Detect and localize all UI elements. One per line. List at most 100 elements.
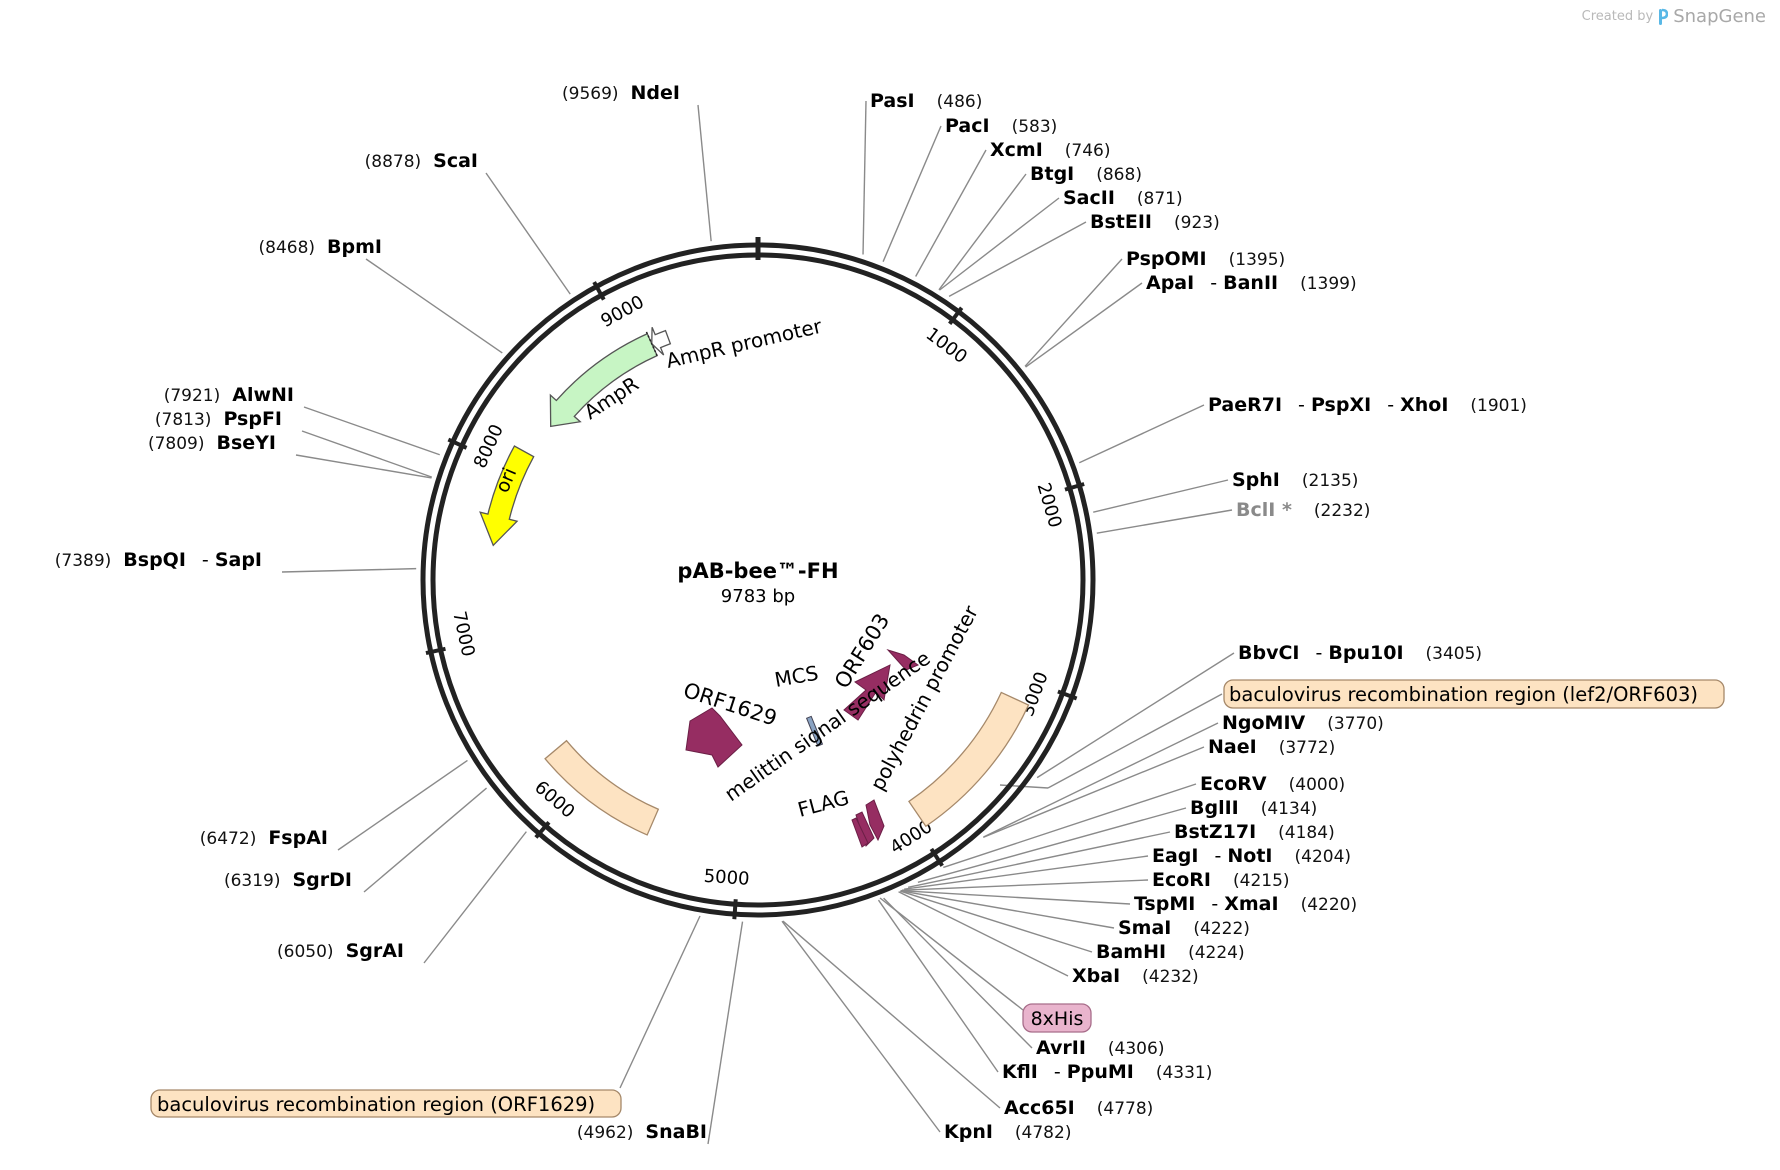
restriction-site-label[interactable]: XbaI(4232) <box>1072 965 1199 987</box>
site-name: AvrII <box>1036 1037 1086 1059</box>
site-leader-line <box>781 920 941 1133</box>
restriction-site-label[interactable]: TspMI- XmaI(4220) <box>1134 893 1357 915</box>
site-position: (868) <box>1096 165 1142 185</box>
site-leader-line <box>948 221 1087 297</box>
restriction-site-label[interactable]: SphI(2135) <box>1232 469 1358 491</box>
tick-mark <box>534 820 551 839</box>
tick-label: 8000 <box>470 421 508 471</box>
restriction-site-label[interactable]: PspOMI(1395) <box>1126 248 1285 270</box>
orf1629-region-callout[interactable]: baculovirus recombination region (ORF162… <box>150 1089 622 1118</box>
site-name: EcoRV <box>1200 773 1267 795</box>
restriction-site-label[interactable]: (7813)PspFI <box>155 408 282 430</box>
site-leader-line <box>363 787 488 893</box>
site-position: (4232) <box>1142 967 1199 987</box>
restriction-site-label[interactable]: PaeR7I- PspXI- XhoI(1901) <box>1208 394 1527 416</box>
ampr-promoter-arrow[interactable] <box>651 327 672 356</box>
site-leader-line <box>900 889 1131 905</box>
polyhedrin-promoter-arrow[interactable] <box>865 799 885 842</box>
site-position: (3772) <box>1279 738 1336 758</box>
site-name: NdeI <box>631 82 680 104</box>
restriction-site-label[interactable]: (9569)NdeI <box>562 82 680 104</box>
restriction-site-label[interactable]: ApaI- BanII(1399) <box>1146 272 1357 294</box>
site-separator: - <box>1315 642 1328 664</box>
orf1629-arrow[interactable] <box>685 707 743 768</box>
credit-brand: SnapGene <box>1673 6 1766 27</box>
restriction-site-label[interactable]: SmaI(4222) <box>1118 917 1250 939</box>
site-leader-line <box>1024 258 1123 367</box>
restriction-site-label[interactable]: EagI- NotI(4204) <box>1152 845 1351 867</box>
site-leader-line <box>899 890 1093 953</box>
site-leader-line <box>365 258 503 354</box>
site-position: (6319) <box>224 871 281 891</box>
site-position: (7813) <box>155 410 212 430</box>
orf603-region-callout-label: baculovirus recombination region (lef2/O… <box>1229 683 1698 706</box>
flag-arrow[interactable] <box>851 817 869 848</box>
restriction-site-label[interactable]: (8468)BpmI <box>259 236 382 258</box>
site-leader-line <box>1078 404 1205 464</box>
restriction-site-label[interactable]: PacI(583) <box>945 115 1057 137</box>
site-name: SnaBI <box>645 1121 707 1143</box>
restriction-site-label[interactable]: (8878)ScaI <box>365 150 478 172</box>
site-position: (6050) <box>277 942 334 962</box>
site-name: SgrDI <box>293 869 353 891</box>
site-leader-line <box>882 125 942 262</box>
restriction-site-label[interactable]: (6319) SgrDI <box>224 869 352 891</box>
site-position: (7921) <box>164 386 221 406</box>
site-name: TspMI <box>1134 893 1195 915</box>
restriction-site-label[interactable]: (6050)SgrAI <box>277 940 404 962</box>
restriction-site-label[interactable]: EcoRV (4000) <box>1200 773 1345 795</box>
site-name: XmaI <box>1224 893 1278 915</box>
restriction-site-label[interactable]: BglII(4134) <box>1190 797 1317 819</box>
site-position: (1399) <box>1300 274 1357 294</box>
restriction-site-label[interactable]: EcoRI(4215) <box>1152 869 1290 891</box>
site-leader-line <box>982 746 1205 838</box>
restriction-site-label[interactable]: BstEII(923) <box>1090 211 1220 233</box>
site-name: EcoRI <box>1152 869 1211 891</box>
restriction-site-label[interactable]: BamHI(4224) <box>1096 941 1245 963</box>
restriction-site-label[interactable]: (6472)FspAI <box>200 827 328 849</box>
restriction-site-label[interactable]: Acc65I(4778) <box>1004 1097 1153 1119</box>
orf603-region-callout[interactable]: baculovirus recombination region (lef2/O… <box>1223 679 1725 709</box>
site-name: NotI <box>1227 845 1272 867</box>
site-leader-line <box>295 454 432 479</box>
site-position: (4000) <box>1289 775 1346 795</box>
restriction-site-label[interactable]: BbvCI- Bpu10I(3405) <box>1238 642 1482 664</box>
restriction-site-label[interactable]: XcmI(746) <box>990 139 1111 161</box>
site-leader-line <box>877 899 999 1073</box>
restriction-site-label[interactable]: BtgI(868) <box>1030 163 1142 185</box>
site-name: BglII <box>1190 797 1239 819</box>
restriction-site-label[interactable]: NgoMIV(3770) <box>1222 712 1384 734</box>
tick-mark <box>425 646 446 656</box>
site-name: PpuMI <box>1067 1061 1134 1083</box>
recombination-region-orf1629-arc[interactable] <box>544 739 660 836</box>
site-name: BpmI <box>327 236 382 258</box>
restriction-site-label[interactable]: (7389)BspQI- SapI <box>55 549 262 571</box>
restriction-site-label[interactable]: BclI *(2232) <box>1236 499 1370 521</box>
site-separator: - <box>1211 893 1224 915</box>
tick-label: 2000 <box>1033 480 1066 530</box>
restriction-site-label[interactable]: NaeI(3772) <box>1208 736 1335 758</box>
restriction-site-label[interactable]: SacII(871) <box>1063 187 1183 209</box>
restriction-site-label[interactable]: PasI(486) <box>870 90 982 112</box>
restriction-site-label[interactable]: KpnI(4782) <box>944 1121 1071 1143</box>
mcs-bar[interactable] <box>805 715 824 747</box>
site-position: (746) <box>1065 141 1111 161</box>
restriction-site-label[interactable]: AvrII(4306) <box>1036 1037 1164 1059</box>
restriction-site-label[interactable]: (7809)BseYI <box>148 432 276 454</box>
recombination-region-orf603-arc[interactable] <box>908 691 1030 828</box>
orf603-small-arrow[interactable] <box>886 648 920 671</box>
restriction-site-label[interactable]: KflI- PpuMI(4331) <box>1002 1061 1212 1083</box>
site-name: AlwNI <box>232 384 294 406</box>
site-position: (7389) <box>55 551 112 571</box>
site-separator: - <box>1298 394 1311 416</box>
restriction-site-label[interactable]: (7921) AlwNI <box>164 384 294 406</box>
restriction-site-label[interactable]: (4962)SnaBI <box>577 1121 707 1143</box>
orf603-arrow[interactable] <box>843 664 891 721</box>
his-tag-callout[interactable]: 8xHis <box>1022 1003 1092 1033</box>
restriction-site-label[interactable]: BstZ17I(4184) <box>1174 821 1335 843</box>
ampr-arrow[interactable] <box>549 332 658 428</box>
site-leader-line <box>901 879 1149 891</box>
site-leader-line <box>883 897 1033 1049</box>
ori-arrow[interactable] <box>479 445 535 547</box>
